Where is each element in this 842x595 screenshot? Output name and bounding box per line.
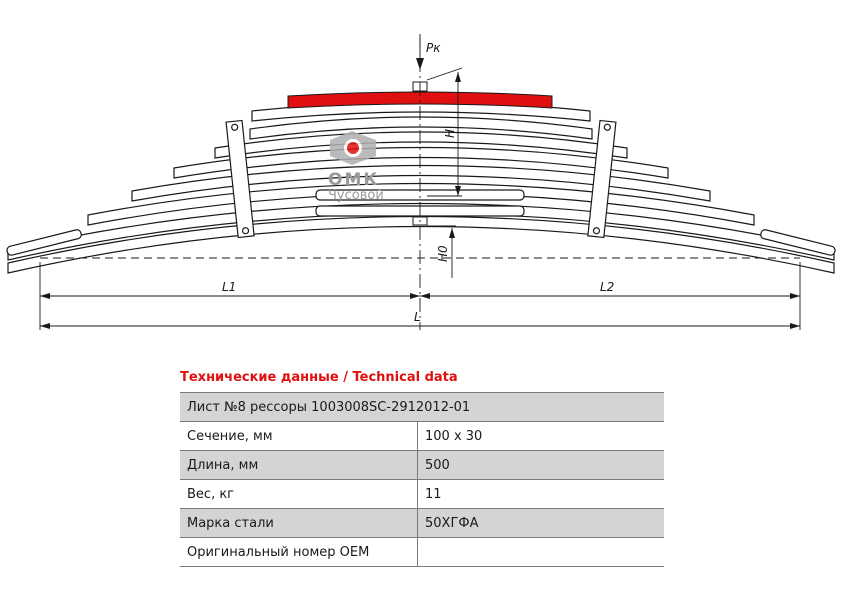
row-label: Длина, мм [180, 450, 418, 480]
spring-leaf-2 [7, 202, 835, 261]
logo-name: ОМК [328, 170, 379, 190]
table-header-cell: Лист №8 рессоры 1003008SC-2912012-01 [180, 392, 664, 422]
technical-data-table: Лист №8 рессоры 1003008SC-2912012-01 Сеч… [180, 392, 664, 567]
row-label: Оригинальный номер OEM [180, 537, 418, 567]
spring-leaf-3 [87, 182, 755, 226]
spring-leaf-4 [131, 164, 711, 202]
row-value: 50ХГФА [417, 508, 664, 538]
technical-data-title: Технические данные / Technical data [180, 370, 458, 385]
leaf-spring-drawing: Pк H H0 L1 L2 L ОМК Чусовой [6, 34, 836, 330]
table-row: Вес, кг 11 [180, 479, 664, 509]
height-label: H [443, 129, 457, 138]
omk-logo-icon [330, 131, 376, 165]
row-value [417, 537, 664, 567]
table-header-row: Лист №8 рессоры 1003008SC-2912012-01 [180, 392, 664, 422]
l1-label: L1 [222, 280, 236, 294]
l-label: L [414, 310, 421, 324]
row-label: Сечение, мм [180, 421, 418, 451]
row-value: 100 x 30 [417, 421, 664, 451]
table-row: Сечение, мм 100 x 30 [180, 421, 664, 451]
technical-data-section: Технические данные / Technical data Лист… [180, 367, 664, 567]
table-row: Длина, мм 500 [180, 450, 664, 480]
force-label: Pк [426, 41, 441, 55]
spring-leaf-1 [7, 215, 835, 274]
right-clamp [587, 119, 617, 239]
logo-subtitle: Чусовой [328, 188, 384, 203]
h0-label: H0 [436, 245, 450, 262]
leaf-end-slot [760, 229, 836, 256]
table-row: Оригинальный номер OEM [180, 537, 664, 567]
row-value: 11 [417, 479, 664, 509]
table-row: Марка стали 50ХГФА [180, 508, 664, 538]
l2-label: L2 [600, 280, 614, 294]
leaf-end-slot [6, 229, 82, 256]
row-value: 500 [417, 450, 664, 480]
left-clamp [225, 119, 255, 239]
row-label: Вес, кг [180, 479, 418, 509]
row-label: Марка стали [180, 508, 418, 538]
spring-leaf-7 [249, 116, 593, 140]
